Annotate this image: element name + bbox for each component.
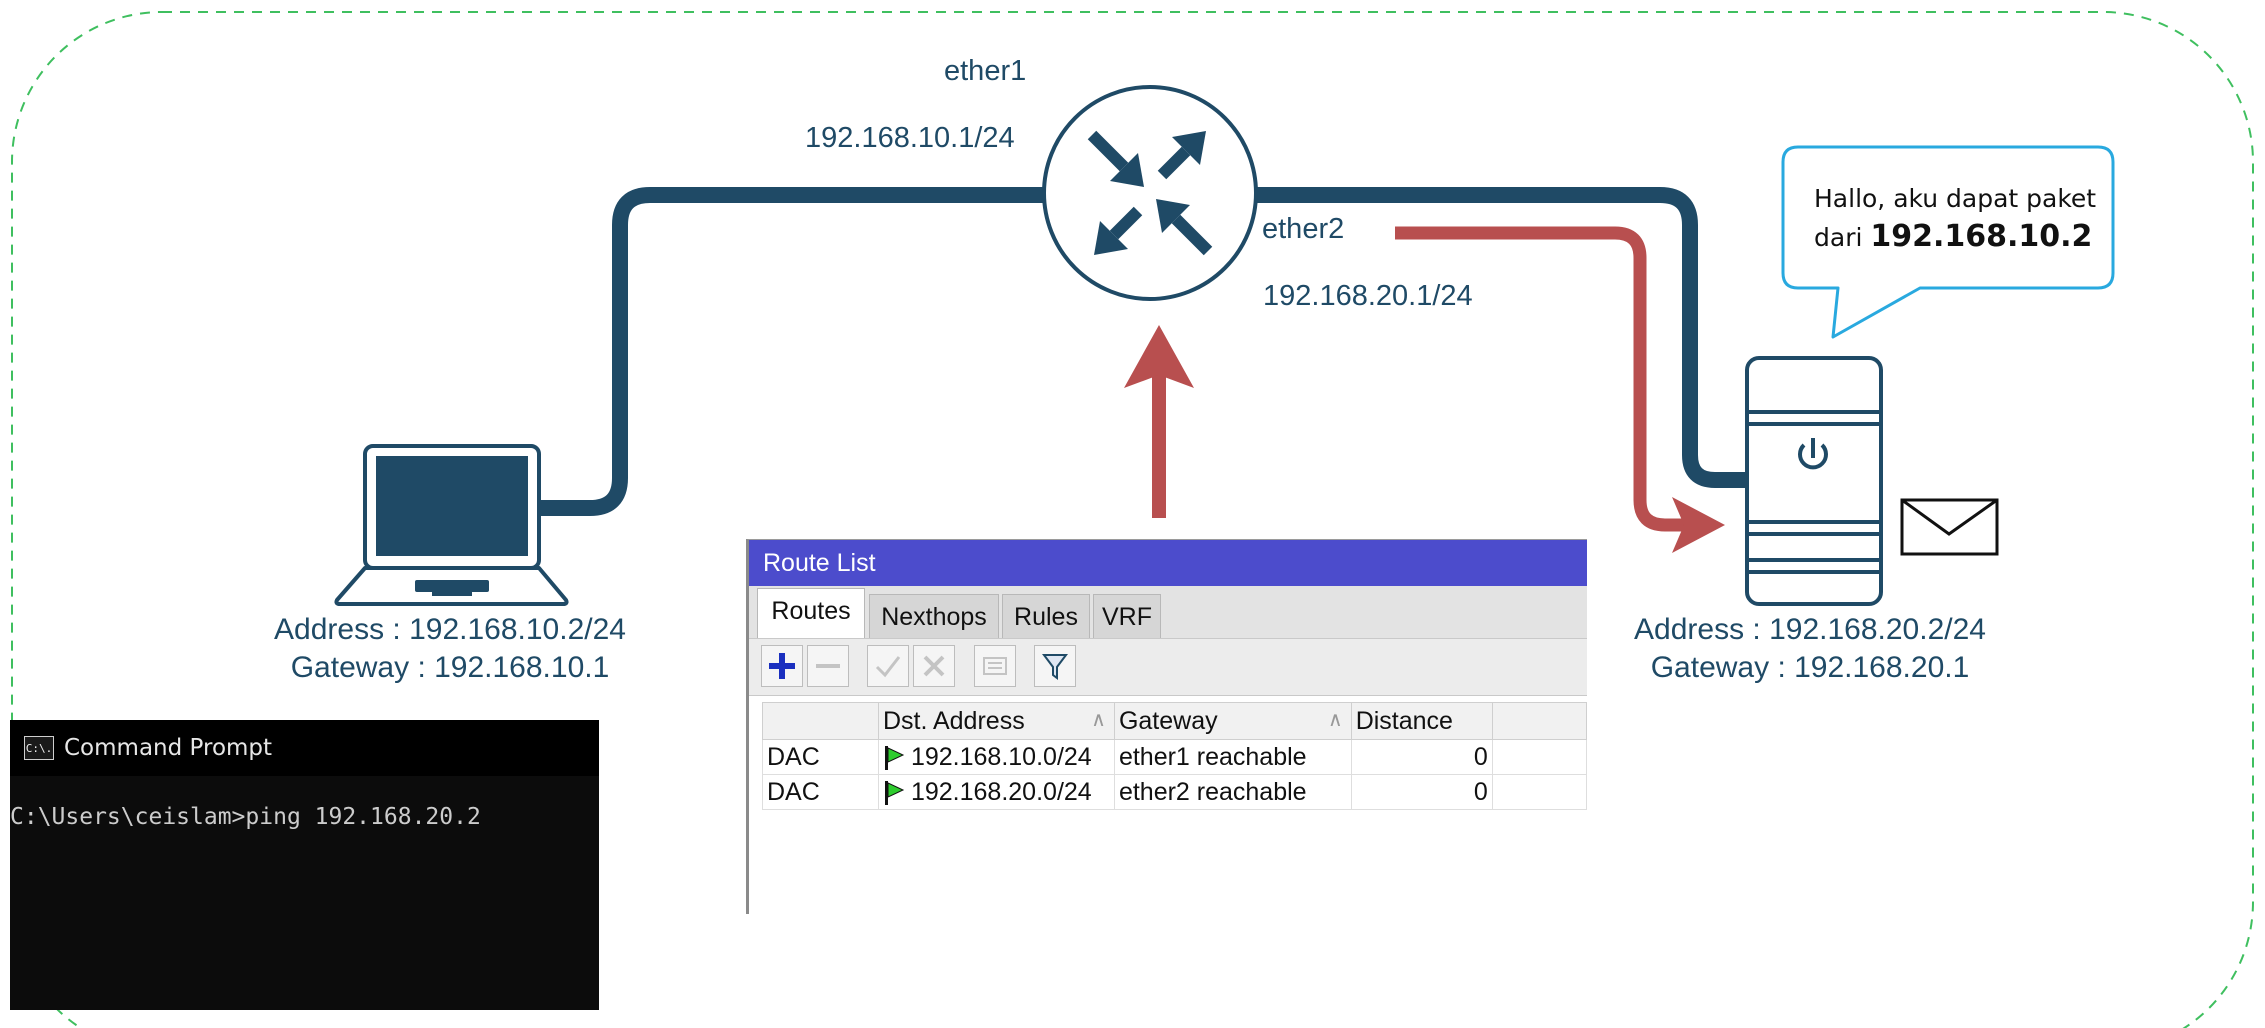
route-list-title[interactable]: Route List: [749, 540, 1587, 586]
ether1-label: ether1: [944, 55, 1027, 87]
table-row[interactable]: DAC 192.168.10.0/24 ether1 reachable 0: [762, 739, 1587, 775]
disable-icon: [923, 655, 945, 677]
server-address: Address : 192.168.20.2/24: [1634, 613, 1986, 646]
flow-arrow-up-shaft: [1152, 375, 1166, 518]
cell-empty: [1491, 774, 1587, 810]
bubble-prefix: dari: [1814, 223, 1871, 252]
speech-bubble: [1781, 145, 2115, 339]
ether1-ip: 192.168.10.1/24: [805, 122, 1015, 154]
cell-distance: 0: [1350, 739, 1493, 775]
col-header-type[interactable]: [762, 702, 879, 740]
cell-dst: 192.168.10.0/24: [877, 739, 1115, 775]
envelope-icon: [1900, 498, 1999, 556]
laptop-address: Address : 192.168.10.2/24: [274, 613, 626, 646]
tab-rules[interactable]: Rules: [1002, 594, 1090, 638]
laptop-icon: [334, 444, 569, 606]
bubble-message: Hallo, aku dapat paket dari 192.168.10.2: [1814, 180, 2096, 257]
cmd-titlebar[interactable]: C:\. Command Prompt: [10, 720, 599, 776]
sort-icon: ∧: [1328, 709, 1343, 731]
table-row[interactable]: DAC 192.168.20.0/24 ether2 reachable 0: [762, 774, 1587, 810]
command-prompt-window[interactable]: C:\. Command Prompt C:\Users\ceislam>pin…: [10, 720, 599, 1010]
disable-button[interactable]: [913, 645, 955, 687]
tab-nexthops[interactable]: Nexthops: [869, 594, 999, 638]
server-icon: [1745, 356, 1883, 606]
link-laptop-router: [532, 187, 1053, 516]
dashed-frame: [11, 11, 2254, 1028]
filter-icon: [1042, 654, 1068, 680]
power-icon: [1798, 438, 1828, 470]
cell-empty: [1491, 739, 1587, 775]
ether2-label: ether2: [1262, 213, 1345, 245]
router-icon: [1042, 85, 1258, 301]
enable-button[interactable]: [867, 645, 909, 687]
flag-icon: [884, 745, 905, 770]
col-header-distance[interactable]: Distance: [1350, 702, 1493, 740]
col-header-dst[interactable]: Dst. Address ∧: [877, 702, 1115, 740]
route-list-toolbar: [749, 638, 1587, 696]
enable-icon: [875, 656, 901, 678]
flow-arrow-up-head: [1124, 325, 1194, 388]
bubble-line2: dari 192.168.10.2: [1814, 218, 2096, 257]
cmd-prompt-line[interactable]: C:\Users\ceislam>ping 192.168.20.2: [10, 804, 481, 830]
server-gateway: Gateway : 192.168.20.1: [1650, 651, 1970, 684]
col-header-dst-label: Dst. Address: [882, 706, 1025, 735]
cell-type: DAC: [762, 739, 879, 775]
flow-arrowhead-server: [1672, 497, 1725, 553]
cmd-icon: C:\.: [24, 736, 54, 760]
route-list-window[interactable]: Route List Routes Nexthops Rules VRF D: [746, 539, 1587, 914]
add-button[interactable]: [761, 645, 803, 687]
comment-icon: [983, 657, 1007, 675]
remove-button[interactable]: [807, 645, 849, 687]
cell-type: DAC: [762, 774, 879, 810]
cmd-title: Command Prompt: [64, 735, 273, 761]
add-icon: [769, 653, 795, 679]
remove-icon: [816, 664, 840, 668]
routes-table: Dst. Address ∧ Gateway ∧ Distance DAC 192.…: [762, 702, 1587, 810]
bubble-line1: Hallo, aku dapat paket: [1814, 184, 2097, 213]
cell-gateway: ether2 reachable: [1113, 774, 1352, 810]
col-header-gateway-label: Gateway: [1118, 706, 1218, 735]
ether2-ip: 192.168.20.1/24: [1263, 280, 1473, 312]
tab-vrf[interactable]: VRF: [1093, 594, 1161, 638]
tab-routes[interactable]: Routes: [757, 588, 865, 638]
col-header-empty: [1491, 702, 1587, 740]
cell-dst: 192.168.20.0/24: [877, 774, 1115, 810]
comment-button[interactable]: [974, 645, 1016, 687]
cell-gateway: ether1 reachable: [1113, 739, 1352, 775]
col-header-gateway[interactable]: Gateway ∧: [1113, 702, 1352, 740]
flag-icon: [884, 780, 905, 805]
cell-dst-text: 192.168.10.0/24: [910, 742, 1092, 771]
cell-dst-text: 192.168.20.0/24: [910, 777, 1092, 806]
filter-button[interactable]: [1034, 645, 1076, 687]
sort-icon: ∧: [1091, 709, 1106, 731]
link-router-server: [1247, 187, 1756, 488]
cell-distance: 0: [1350, 774, 1493, 810]
bubble-ip: 192.168.10.2: [1870, 219, 2093, 254]
route-list-tabs: Routes Nexthops Rules VRF: [749, 586, 1587, 638]
flow-arrow-to-server: [1395, 226, 1690, 532]
laptop-gateway: Gateway : 192.168.10.1: [290, 651, 610, 684]
